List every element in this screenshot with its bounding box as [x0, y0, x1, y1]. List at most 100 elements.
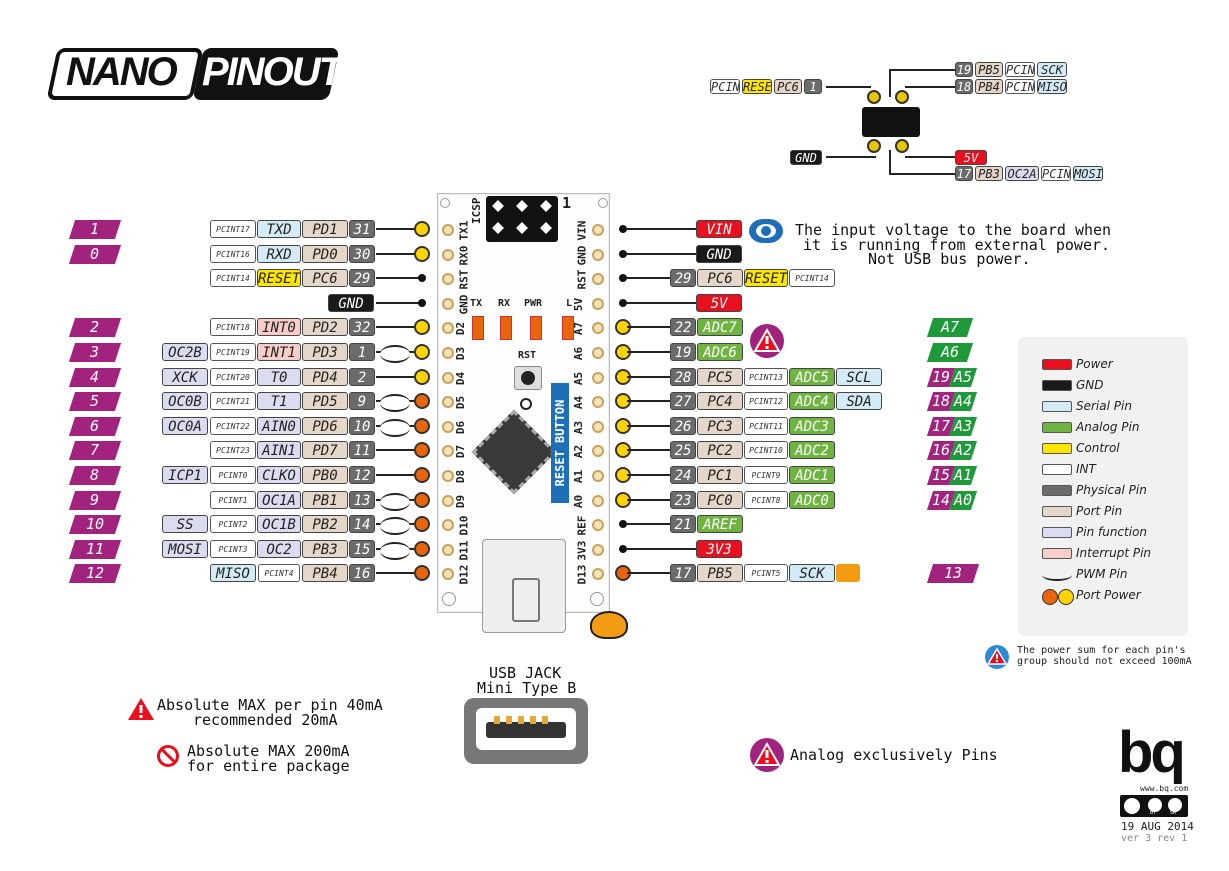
- power-sum-note-1: The power sum for each pin's: [1017, 645, 1186, 656]
- board-pin-label: D2: [454, 322, 468, 336]
- reset-button[interactable]: [514, 366, 542, 390]
- function-tag: INT1: [257, 343, 301, 361]
- warning-icon: [127, 696, 155, 726]
- max-pin-note-1: Absolute MAX per pin 40mA: [157, 696, 383, 714]
- arduino-pin-number: 1: [68, 220, 122, 239]
- function-tag: OC2A: [1005, 166, 1039, 181]
- pin-dot: [619, 544, 627, 553]
- led-rx-label: RX: [498, 298, 511, 309]
- title-logo: NANO PINOUT: [46, 44, 343, 102]
- analog-exclusive-note: Analog exclusively Pins: [790, 746, 998, 764]
- header-pin: [442, 494, 454, 507]
- connector-line: [627, 326, 673, 329]
- legend-swatch: [1042, 464, 1072, 475]
- power-tag: 3V3: [696, 539, 742, 558]
- connector-line: [627, 547, 697, 550]
- arduino-analog-pin: A7: [926, 318, 974, 338]
- header-pin: [442, 347, 454, 359]
- physical-pin-tag: 2: [349, 367, 375, 386]
- pcint-tag: PCINT1: [210, 490, 256, 509]
- arduino-pin-number: 11: [68, 539, 122, 559]
- physical-pin-tag: 1: [349, 343, 375, 361]
- pin-dot: [414, 565, 430, 582]
- eye-icon: [749, 219, 783, 243]
- port-tag: ADC7: [697, 318, 743, 337]
- legend-swatch: [1042, 527, 1072, 538]
- arduino-pin-text: 13: [943, 564, 963, 583]
- pin-dot: [414, 540, 430, 557]
- pin-dot: [414, 417, 430, 434]
- max-pkg-note-2: for entire package: [187, 757, 350, 775]
- pwm-wave-icon: [380, 345, 410, 363]
- port-tag: PB5: [975, 62, 1003, 77]
- header-pin: [442, 470, 454, 482]
- connector-line: [627, 252, 697, 255]
- serial-tag: SCL: [836, 367, 882, 386]
- arduino-pin-text: 14: [931, 490, 951, 509]
- arduino-pin-number: 12: [68, 564, 122, 584]
- physical-pin-tag: 17: [955, 166, 973, 181]
- header-pin: [592, 347, 604, 359]
- header-pin: [442, 371, 454, 384]
- pin-dot: [414, 393, 430, 410]
- legend-label: Analog Pin: [1076, 420, 1140, 434]
- board-pin-label: A3: [572, 420, 586, 434]
- port-tag: PD1: [302, 220, 348, 238]
- board-pin-label: A6: [572, 346, 586, 361]
- arduino-pin-text: 16: [931, 441, 951, 460]
- alt-function-tag: XCK: [162, 367, 208, 386]
- board-pin-label: D11: [457, 540, 471, 561]
- function-tag: ADC5: [789, 367, 835, 386]
- port-tag: PB0: [302, 466, 348, 484]
- arduino-pin-number: 7: [68, 441, 122, 461]
- board-pin-label: TX1: [457, 220, 471, 241]
- header-pin: [442, 297, 454, 310]
- gnd-tag: GND: [790, 150, 822, 165]
- arduino-analog-pin: A6: [926, 343, 974, 362]
- pcint-tag: PCINT0: [210, 466, 256, 484]
- arduino-pin-text: 2: [90, 318, 100, 337]
- analog-warning-icon: [750, 324, 784, 358]
- pcint-tag: PCINT3: [210, 539, 256, 558]
- physical-pin-tag: 11: [349, 441, 375, 460]
- header-pin: [592, 273, 604, 286]
- arduino-pin-text: 8: [90, 466, 100, 484]
- port-power-icon: [1058, 589, 1074, 605]
- title-nano: NANO: [66, 50, 178, 94]
- connector-line: [627, 424, 673, 427]
- legend-swatch: [1042, 485, 1072, 496]
- port-tag: PB2: [302, 515, 348, 534]
- header-pin: [592, 371, 604, 384]
- function-tag: T1: [257, 392, 301, 411]
- connector-line: [627, 523, 673, 526]
- physical-pin-tag: 10: [349, 416, 375, 435]
- physical-pin-tag: 31: [349, 220, 375, 238]
- header-pin: [442, 273, 454, 286]
- physical-pin-tag: 18: [955, 79, 973, 94]
- physical-pin-tag: 32: [349, 318, 375, 337]
- port-tag: PC3: [697, 416, 743, 435]
- function-tag: T0: [257, 367, 301, 386]
- board-pin-label: 3V3: [575, 540, 589, 561]
- arduino-pin-number: 13: [926, 564, 980, 584]
- board-pin-label: D3: [454, 346, 468, 361]
- cc-by: BY: [1150, 810, 1157, 816]
- port-tag: PC4: [697, 392, 743, 411]
- connector-line: [627, 375, 673, 378]
- arduino-analog-text: A3: [953, 416, 973, 435]
- pin-dot: [418, 274, 426, 283]
- connector-line: [376, 474, 414, 476]
- board-pin-label: D5: [454, 396, 468, 410]
- board-pin-label: A5: [572, 371, 586, 385]
- pcint-tag: PCINT19: [210, 343, 256, 361]
- function-tag: RESET: [742, 79, 772, 94]
- pin-dot: [619, 225, 627, 233]
- connector-line: [376, 375, 414, 378]
- arduino-pin-number: 3: [68, 343, 122, 362]
- power-tag: 5V: [696, 293, 742, 312]
- power-sum-icon: [985, 645, 1009, 669]
- header-pin: [442, 568, 454, 581]
- icsp-pin-dot: [895, 139, 909, 153]
- serial-tag: SCK: [1037, 62, 1067, 77]
